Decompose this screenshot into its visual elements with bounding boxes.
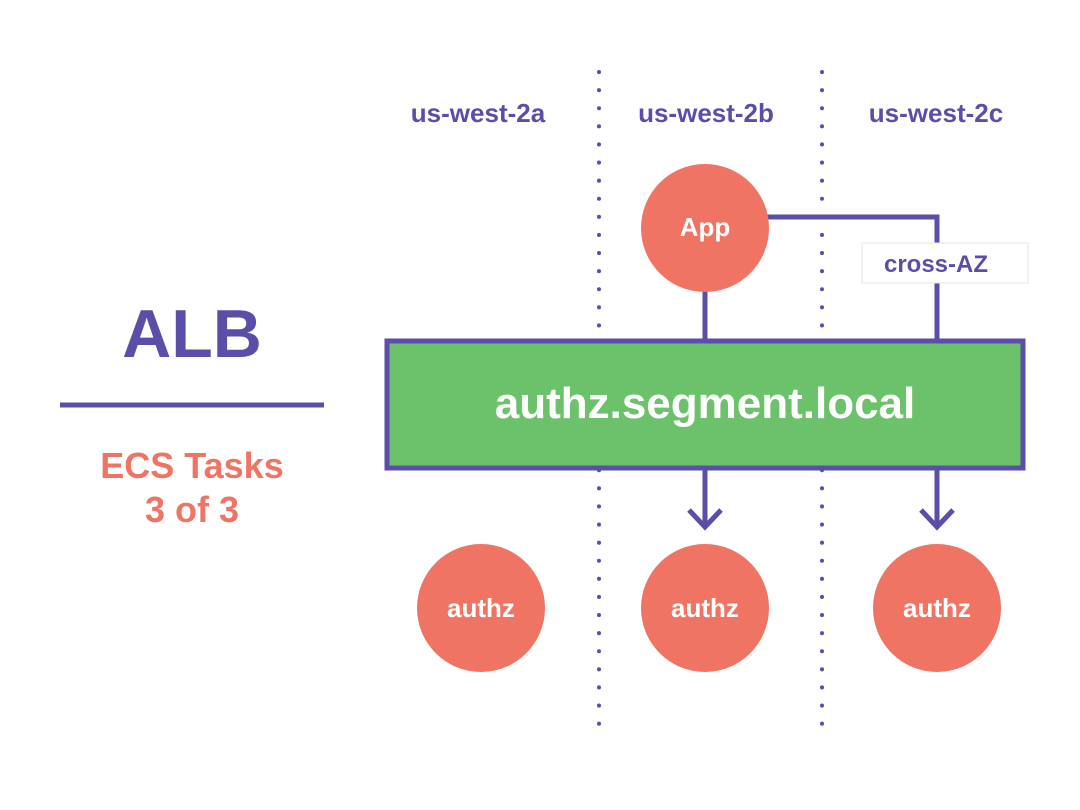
cross-az-label-box: [861, 242, 1029, 284]
task-node-b-label: authz: [671, 593, 739, 623]
service-box: [384, 338, 1026, 471]
zone-label-c: us-west-2c: [869, 98, 1003, 128]
arrow-b-head: [687, 508, 723, 531]
zone-label-b: us-west-2b: [638, 98, 774, 128]
arrow-c-head: [919, 508, 955, 531]
subtitle-line-1: ECS Tasks: [100, 445, 284, 486]
task-node-c-label: authz: [903, 593, 971, 623]
task-node-c: [873, 544, 1001, 672]
cross-az-label: cross-AZ: [884, 251, 988, 278]
task-node-b: [641, 544, 769, 672]
task-node-a-label: authz: [447, 593, 515, 623]
alb-title: ALB: [122, 296, 262, 372]
task-node-a: [417, 544, 545, 672]
zone-label-a: us-west-2a: [411, 98, 546, 128]
app-node: [641, 164, 769, 292]
ecs-tasks-subtitle: ECS Tasks 3 of 3: [60, 444, 324, 532]
subtitle-line-2: 3 of 3: [144, 489, 240, 530]
app-node-label: App: [680, 212, 731, 242]
service-box-label: authz.segment.local: [495, 379, 916, 428]
cross-az-line: [760, 214, 940, 342]
